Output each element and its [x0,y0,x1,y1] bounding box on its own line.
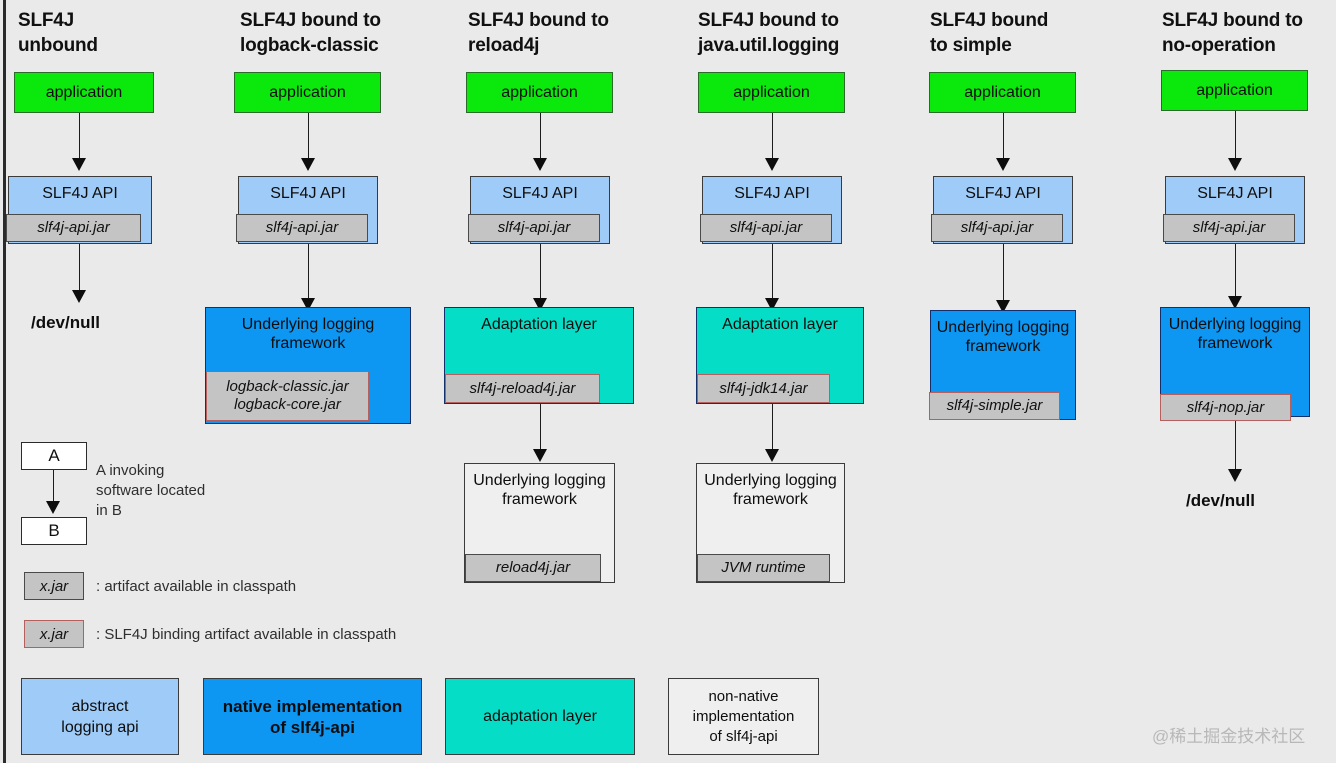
node-application-simple: application [929,72,1076,113]
jar-slf4j-reload4j: slf4j-reload4j.jar [445,374,600,403]
arrow-line-api-to-devnull-unbound [79,244,80,292]
arrow-head-app-to-api-simple [996,158,1010,171]
arrow-head-api-to-framework-simple [996,300,1010,313]
arrow-head-app-to-api-jul [765,158,779,171]
jar-logback-artifacts: logback-classic.jar logback-core.jar [206,371,369,421]
node-application-reload4j: application [466,72,613,113]
arrow-line-app-to-api-jul [772,113,773,160]
column-title-java-util-logging: SLF4J bound to java.util.logging [698,10,840,56]
jar-slf4j-simple: slf4j-simple.jar [929,392,1060,420]
column-title-logback-classic: SLF4J bound to logback-classic [240,10,381,56]
jar-slf4j-api-simple: slf4j-api.jar [931,214,1063,242]
left-border-rule [3,0,6,763]
arrow-head-framework-to-devnull-nop [1228,469,1242,482]
jar-slf4j-nop: slf4j-nop.jar [1160,394,1291,421]
legend-invoking-text: A invoking software located in B [96,462,206,519]
arrow-head-app-to-api-unbound [72,158,86,171]
key-non-native-implementation: non-native implementation of slf4j-api [668,678,819,755]
arrow-line-app-to-api-simple [1003,113,1004,160]
node-application-logback: application [234,72,381,113]
legend-node-b: B [21,517,87,545]
jar-slf4j-api-logback: slf4j-api.jar [236,214,368,242]
jar-slf4j-api-unbound: slf4j-api.jar [6,214,141,242]
terminal-devnull-unbound: /dev/null [31,313,100,332]
arrow-line-framework-to-devnull-nop [1235,421,1236,474]
legend-arrow-line [53,470,54,508]
arrow-head-app-to-api-reload4j [533,158,547,171]
column-title-reload4j: SLF4J bound to reload4j [468,10,609,56]
column-title-unbound: SLF4J unbound [18,10,98,56]
key-abstract-logging-api: abstract logging api [21,678,179,755]
jar-jvm-runtime: JVM runtime [697,554,830,582]
column-title-no-operation: SLF4J bound to no-operation [1162,10,1303,56]
arrow-line-app-to-api-unbound [79,113,80,160]
legend-label-artifact: : artifact available in classpath [96,578,297,595]
jar-slf4j-jdk14: slf4j-jdk14.jar [697,374,830,403]
jar-slf4j-api-jul: slf4j-api.jar [700,214,832,242]
key-native-implementation: native implementation of slf4j-api [203,678,422,755]
key-adaptation-layer: adaptation layer [445,678,635,755]
jar-slf4j-api-nop: slf4j-api.jar [1163,214,1295,242]
legend-label-binding-artifact: : SLF4J binding artifact available in cl… [96,626,397,643]
legend-arrow-head [46,501,60,514]
node-application-unbound: application [14,72,154,113]
terminal-devnull-nop: /dev/null [1186,491,1255,510]
column-title-simple: SLF4J bound to simple [930,10,1049,56]
jar-reload4j: reload4j.jar [465,554,601,582]
arrow-head-api-to-devnull-unbound [72,290,86,303]
arrow-line-app-to-api-logback [308,113,309,160]
node-application-jul: application [698,72,845,113]
legend-chip-binding-artifact: x.jar [24,620,84,648]
arrow-head-api-to-framework-nop [1228,296,1242,309]
legend-chip-artifact: x.jar [24,572,84,600]
arrow-head-adaptation-to-framework-jul [765,449,779,462]
arrow-line-api-to-framework-nop [1235,244,1236,302]
arrow-line-app-to-api-reload4j [540,113,541,160]
arrow-line-api-to-framework-simple [1003,244,1004,306]
arrow-head-adaptation-to-framework-reload4j [533,449,547,462]
arrow-line-adaptation-to-framework-reload4j [540,404,541,456]
watermark: @稀土掘金技术社区 [1152,727,1306,746]
arrow-line-app-to-api-nop [1235,111,1236,160]
legend-node-a: A [21,442,87,470]
arrow-head-app-to-api-nop [1228,158,1242,171]
arrow-head-app-to-api-logback [301,158,315,171]
arrow-line-api-to-adaptation-reload4j [540,244,541,304]
arrow-line-adaptation-to-framework-jul [772,404,773,456]
arrow-line-api-to-adaptation-jul [772,244,773,304]
jar-slf4j-api-reload4j: slf4j-api.jar [468,214,600,242]
node-application-nop: application [1161,70,1308,111]
arrow-line-api-to-framework-logback [308,244,309,304]
